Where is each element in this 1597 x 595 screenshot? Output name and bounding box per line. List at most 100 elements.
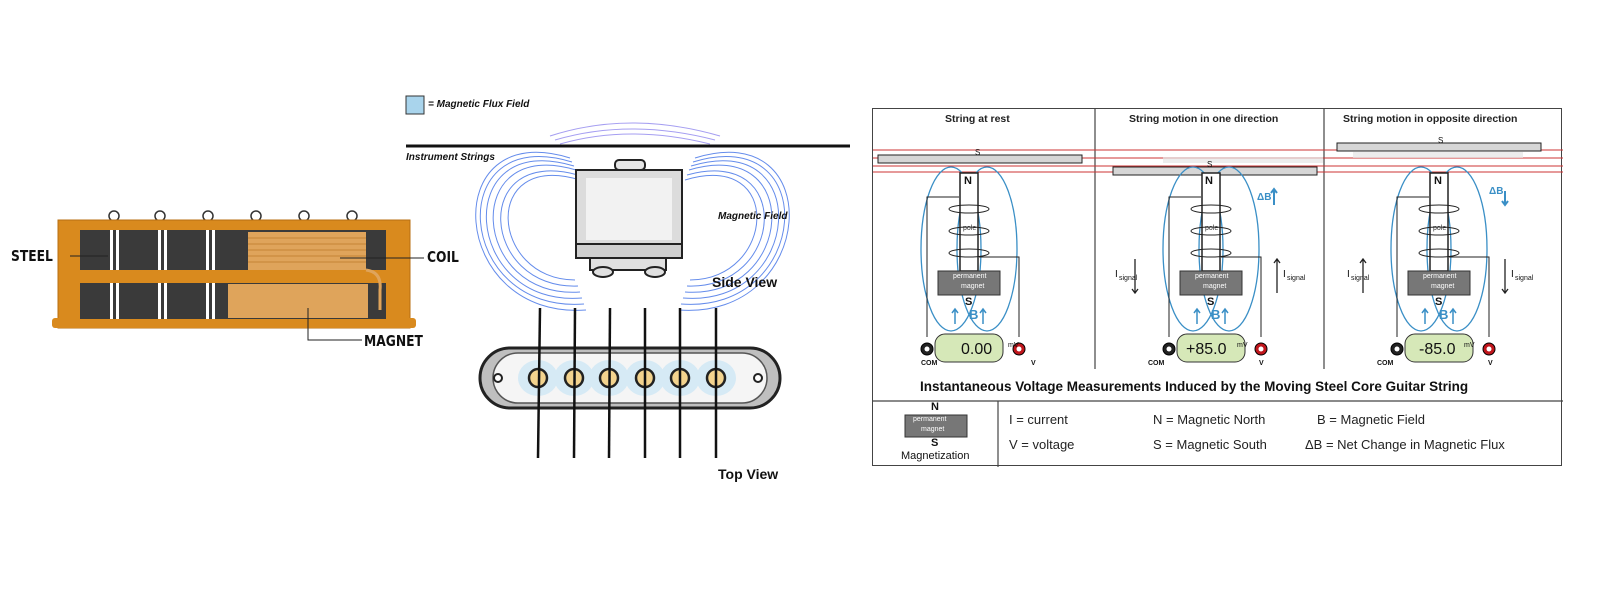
flux-diagram: = Magnetic Flux Field Instrument Strings… bbox=[400, 90, 860, 490]
delta-b-arrow-2 bbox=[1270, 187, 1278, 205]
measurement-figure-drawing bbox=[873, 109, 1563, 467]
pickup-cutaway: STEEL COIL MAGNET bbox=[11, 200, 470, 360]
pole-piece-1 bbox=[959, 172, 979, 272]
com-terminal-dot-1 bbox=[924, 346, 930, 352]
pickup-cutaway-drawing bbox=[52, 210, 424, 341]
south-label-2: S bbox=[1207, 296, 1215, 308]
pole-label-3: pole bbox=[1433, 225, 1447, 232]
coil-turn-1-3 bbox=[948, 248, 990, 258]
b-arrow-left-2 bbox=[1193, 307, 1201, 324]
field-loop-right-2 bbox=[1198, 166, 1260, 332]
pole-label-2: pole bbox=[1205, 225, 1219, 232]
signal-i-2b: I bbox=[1283, 269, 1286, 280]
south-label-1: S bbox=[965, 296, 973, 308]
signal-sub-2a: signal bbox=[1119, 275, 1138, 282]
signal-arrow-right-2 bbox=[1273, 257, 1281, 293]
measurement-figure: String at rest String motion in one dire… bbox=[872, 108, 1563, 467]
flux-diagram-drawing bbox=[405, 95, 850, 459]
legend-magnet-2: magnet bbox=[921, 426, 945, 433]
signal-i-3b: I bbox=[1511, 269, 1514, 280]
string-label-2: S bbox=[1207, 160, 1213, 169]
delta-b-arrow-3 bbox=[1501, 191, 1509, 207]
coil-turn-3-1 bbox=[1418, 204, 1460, 214]
b-arrow-left-3 bbox=[1421, 307, 1429, 324]
magnet-label: MAGNET bbox=[364, 332, 423, 350]
com-label-2: COM bbox=[1148, 360, 1165, 367]
b-label-2: B bbox=[1211, 307, 1221, 322]
top-view-label: Top View bbox=[718, 466, 779, 482]
column-title-rest: String at rest bbox=[945, 113, 1010, 125]
v-label-1: V bbox=[1031, 360, 1036, 367]
lead-wire-left-3 bbox=[1396, 196, 1429, 337]
coil-label: COIL bbox=[427, 248, 459, 266]
signal-sub-3a: signal bbox=[1351, 275, 1370, 282]
signal-arrow-right-3 bbox=[1501, 259, 1509, 295]
magnet-label-3b: magnet bbox=[1431, 283, 1455, 290]
lead-wire-right-1 bbox=[979, 256, 1020, 337]
com-label-1: COM bbox=[921, 360, 938, 367]
instrument-strings-label: Instrument Strings bbox=[406, 152, 495, 163]
legend-magnet-1: permanent bbox=[913, 416, 947, 423]
b-arrow-right-1 bbox=[979, 307, 987, 324]
north-label-1: N bbox=[964, 175, 972, 187]
lead-wire-left-2 bbox=[1168, 196, 1201, 337]
meter-reading-1: 0.00 bbox=[961, 341, 993, 358]
north-label-2: N bbox=[1205, 175, 1213, 187]
pole-piece-2 bbox=[1201, 172, 1221, 272]
v-label-3: V bbox=[1488, 360, 1493, 367]
lead-wire-right-3 bbox=[1449, 256, 1490, 337]
legend-voltage: V = voltage bbox=[1009, 437, 1075, 452]
magnetic-field-label: Magnetic Field bbox=[718, 211, 788, 222]
south-label-3: S bbox=[1435, 296, 1443, 308]
legend-south-text: S = Magnetic South bbox=[1153, 437, 1267, 452]
coil-turn-3-3 bbox=[1418, 248, 1460, 258]
v-label-2: V bbox=[1259, 360, 1264, 367]
signal-i-2a: I bbox=[1115, 269, 1118, 280]
north-label-3: N bbox=[1434, 175, 1442, 187]
string-label-3: S bbox=[1438, 136, 1444, 145]
meter-reading-3: -85.0 bbox=[1419, 341, 1456, 358]
delta-b-label-3: ΔB bbox=[1489, 186, 1504, 197]
lead-wire-left-1 bbox=[926, 196, 959, 337]
v-terminal-dot-1 bbox=[1016, 346, 1022, 352]
coil-turn-2-2 bbox=[1190, 226, 1232, 236]
field-loop-left-3 bbox=[1390, 166, 1452, 332]
legend-delta-b: ΔB = Net Change in Magnetic Flux bbox=[1305, 437, 1505, 452]
column-title-one-direction: String motion in one direction bbox=[1129, 113, 1279, 125]
field-loop-right-3 bbox=[1426, 166, 1488, 332]
voltmeter-display-1 bbox=[934, 333, 1004, 363]
permanent-magnet-1 bbox=[937, 270, 1001, 296]
v-terminal-dot-3 bbox=[1486, 346, 1492, 352]
com-terminal-dot-3 bbox=[1394, 346, 1400, 352]
pole-piece-3 bbox=[1429, 172, 1449, 272]
b-label-1: B bbox=[969, 307, 979, 322]
lead-wire-right-2 bbox=[1221, 256, 1262, 337]
magnet-label-3a: permanent bbox=[1423, 273, 1457, 280]
permanent-magnet-3 bbox=[1407, 270, 1471, 296]
coil-turn-2-3 bbox=[1190, 248, 1232, 258]
com-terminal-dot-2 bbox=[1166, 346, 1172, 352]
coil-turn-1-2 bbox=[948, 226, 990, 236]
magnet-label-1a: permanent bbox=[953, 273, 987, 280]
meter-unit-2: mV bbox=[1237, 342, 1248, 349]
v-terminal-dot-2 bbox=[1258, 346, 1264, 352]
string-label-1: S bbox=[975, 148, 981, 157]
coil-turn-2-1 bbox=[1190, 204, 1232, 214]
legend-current: I = current bbox=[1009, 412, 1068, 427]
column-title-opposite-direction: String motion in opposite direction bbox=[1343, 113, 1518, 125]
delta-b-label-2: ΔB bbox=[1257, 192, 1272, 203]
permanent-magnet-2 bbox=[1179, 270, 1243, 296]
field-loop-left-1 bbox=[920, 166, 982, 332]
voltmeter-display-2 bbox=[1176, 333, 1246, 363]
steel-label: STEEL bbox=[11, 247, 53, 265]
flux-legend-label: = Magnetic Flux Field bbox=[428, 99, 530, 110]
legend-magnetization: Magnetization bbox=[901, 450, 970, 462]
legend-north: N bbox=[931, 401, 939, 413]
b-label-3: B bbox=[1439, 307, 1449, 322]
b-arrow-left-1 bbox=[951, 307, 959, 324]
b-arrow-right-3 bbox=[1449, 307, 1457, 324]
legend-north-text: N = Magnetic North bbox=[1153, 412, 1266, 427]
pole-label-1: pole bbox=[963, 225, 977, 232]
side-view-label: Side View bbox=[712, 274, 778, 290]
signal-sub-2b: signal bbox=[1287, 275, 1306, 282]
